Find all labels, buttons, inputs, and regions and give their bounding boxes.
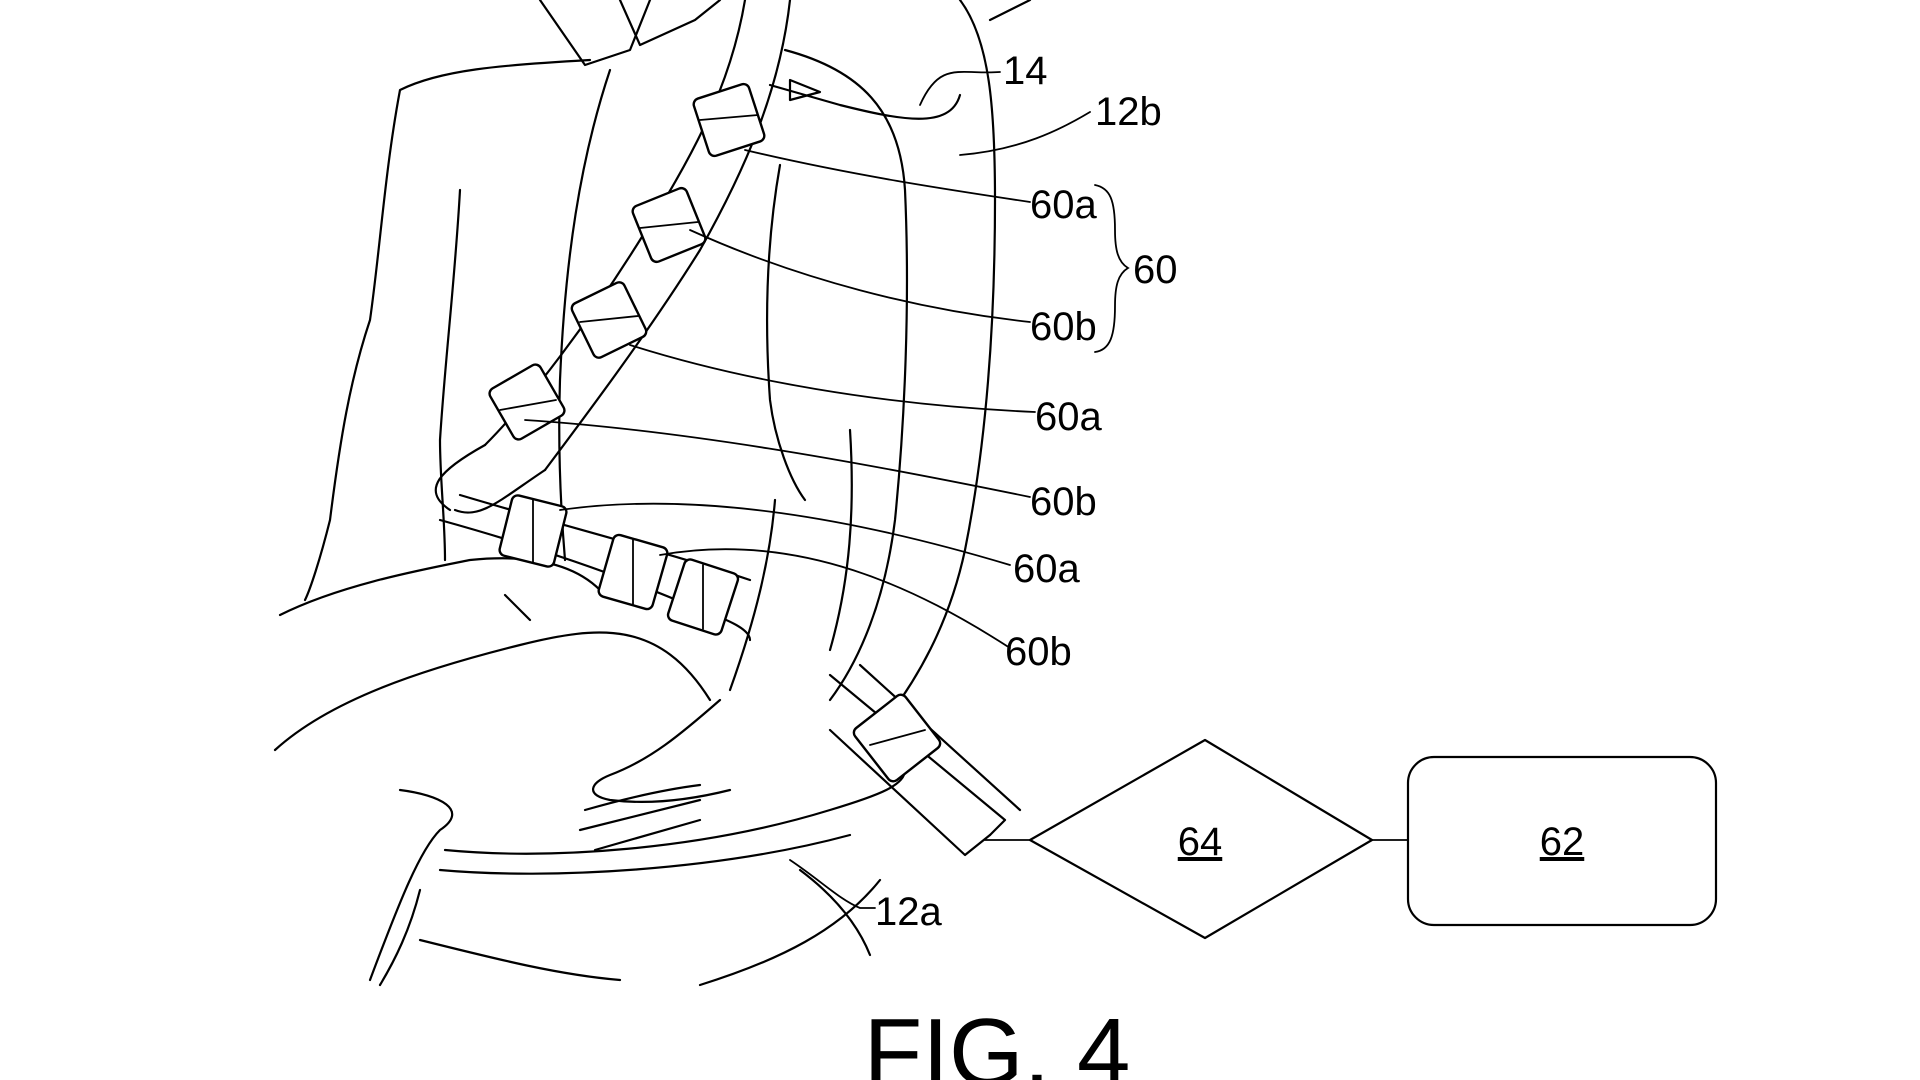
reference-labels: 14 12b 60a 60 60b 60a 60b 60a 60b 12a: [875, 49, 1178, 934]
leader-lines: [524, 70, 1409, 909]
sensor-clip: [692, 82, 766, 158]
diamond-block-label: 64: [1178, 820, 1223, 864]
label-sensor-a: 60a: [1030, 183, 1097, 227]
diamond-block: [1028, 738, 1374, 940]
controller-box: [1406, 755, 1718, 927]
label-sensor-a: 60a: [1035, 395, 1102, 439]
label-sensor-group: 60: [1133, 248, 1178, 292]
controller-box-label: 62: [1540, 820, 1585, 864]
label-sensor-b: 60b: [1030, 305, 1097, 349]
label-seat-cushion: 12a: [875, 890, 942, 934]
figure-caption: FIG. 4: [864, 999, 1131, 1080]
sensor-clips: [488, 82, 942, 783]
label-sensor-b: 60b: [1005, 630, 1072, 674]
occupant-seat-illustration: [273, 0, 1032, 987]
sensor-clip: [570, 281, 648, 359]
control-blocks: 64 62: [1028, 738, 1718, 940]
label-seat-back: 12b: [1095, 90, 1162, 134]
label-sensor-a: 60a: [1013, 547, 1080, 591]
label-sensor-b: 60b: [1030, 480, 1097, 524]
label-belt: 14: [1003, 49, 1048, 93]
